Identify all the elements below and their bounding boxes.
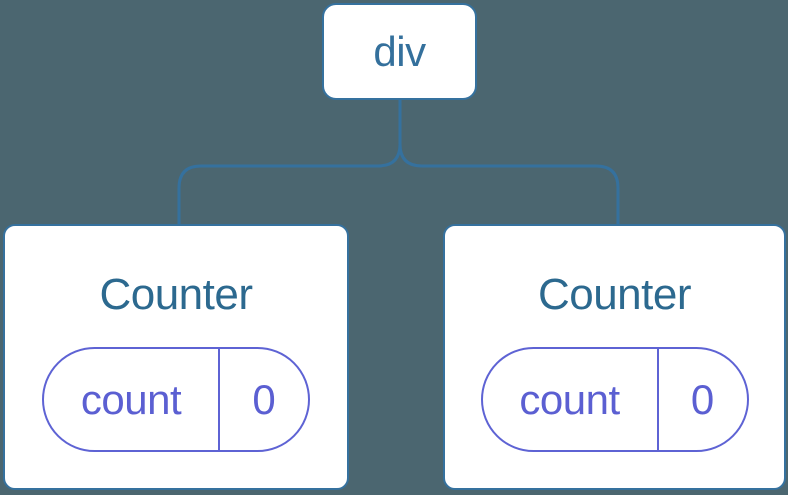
state-key-label: count	[483, 349, 659, 450]
counter-card-right: Counter count 0	[443, 224, 786, 490]
state-pill: count 0	[42, 347, 310, 452]
root-node-label: div	[373, 27, 426, 75]
component-title: Counter	[99, 270, 253, 319]
state-key-label: count	[44, 349, 220, 450]
counter-card-left: Counter count 0	[3, 224, 349, 490]
state-pill: count 0	[480, 347, 749, 452]
state-value: 0	[690, 375, 715, 423]
state-value: 0	[252, 375, 276, 423]
connector-right-branch	[398, 98, 620, 224]
connector-left-branch	[177, 98, 402, 224]
component-title: Counter	[537, 270, 692, 319]
root-node-div: div	[322, 3, 477, 100]
